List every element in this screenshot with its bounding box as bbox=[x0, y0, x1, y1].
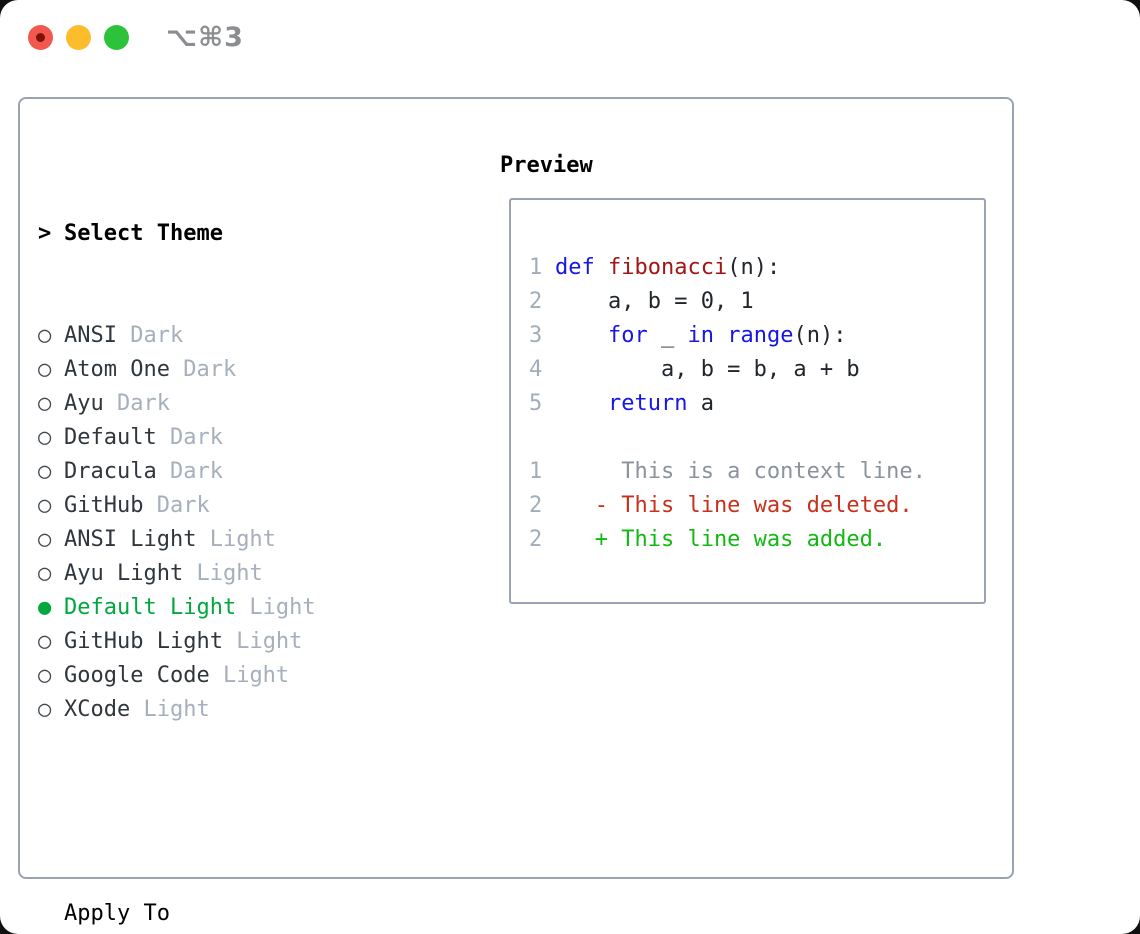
radio-icon: ○ bbox=[38, 629, 52, 654]
radio-icon: ● bbox=[38, 595, 52, 620]
close-button-dot bbox=[36, 33, 45, 42]
theme-list: ○ANSI Dark○Atom One Dark○Ayu Dark○Defaul… bbox=[38, 319, 409, 727]
preview-line: 5 return a bbox=[529, 387, 984, 421]
line-number: 1 bbox=[529, 459, 543, 484]
left-column: >Select Theme ○ANSI Dark○Atom One Dark○A… bbox=[38, 149, 409, 934]
close-button[interactable] bbox=[28, 25, 53, 50]
apply-to-title: Apply To bbox=[64, 901, 170, 926]
radio-icon: ○ bbox=[38, 493, 52, 518]
radio-icon: ○ bbox=[38, 323, 52, 348]
window-title: ⌥⌘3 bbox=[166, 22, 244, 53]
theme-option[interactable]: ○Ayu Dark bbox=[38, 387, 409, 421]
theme-option[interactable]: ○GitHub Dark bbox=[38, 489, 409, 523]
radio-icon: ○ bbox=[38, 527, 52, 552]
prompt-icon: > bbox=[38, 221, 52, 246]
line-number: 3 bbox=[529, 323, 543, 348]
radio-icon: ○ bbox=[38, 459, 52, 484]
line-number: 1 bbox=[529, 255, 543, 280]
theme-list-header: > Select Theme bbox=[38, 217, 409, 251]
theme-option[interactable]: ○Default Dark bbox=[38, 421, 409, 455]
theme-option[interactable]: ○Dracula Dark bbox=[38, 455, 409, 489]
theme-option[interactable]: ○ANSI Light Light bbox=[38, 523, 409, 557]
theme-option[interactable]: ○XCode Light bbox=[38, 693, 409, 727]
radio-icon: ○ bbox=[38, 697, 52, 722]
line-number: 2 bbox=[529, 493, 543, 518]
line-number: 2 bbox=[529, 527, 543, 552]
line-number: 2 bbox=[529, 289, 543, 314]
preview-line bbox=[529, 217, 984, 251]
line-number: 4 bbox=[529, 357, 543, 382]
apply-to-header: Apply To bbox=[38, 897, 409, 931]
theme-option[interactable]: ○Ayu Light Light bbox=[38, 557, 409, 591]
theme-list-title: Select Theme bbox=[64, 221, 223, 246]
preview-line: 2 + This line was added. bbox=[529, 523, 984, 557]
theme-option[interactable]: ●Default Light Light bbox=[38, 591, 409, 625]
line-number: 5 bbox=[529, 391, 543, 416]
spacer bbox=[38, 795, 409, 829]
radio-icon: ○ bbox=[38, 663, 52, 688]
theme-option[interactable]: ○GitHub Light Light bbox=[38, 625, 409, 659]
main-panel bbox=[18, 97, 1014, 879]
theme-option[interactable]: ○Google Code Light bbox=[38, 659, 409, 693]
theme-option[interactable]: ○Atom One Dark bbox=[38, 353, 409, 387]
preview-line: 2 a, b = 0, 1 bbox=[529, 285, 984, 319]
preview-line: 1 This is a context line. bbox=[529, 455, 984, 489]
minimize-button[interactable] bbox=[66, 25, 91, 50]
preview-title: Preview bbox=[500, 153, 593, 178]
radio-icon: ○ bbox=[38, 561, 52, 586]
preview-line: 4 a, b = b, a + b bbox=[529, 353, 984, 387]
preview-line: 2 - This line was deleted. bbox=[529, 489, 984, 523]
preview-line bbox=[529, 421, 984, 455]
preview-line: 3 for _ in range(n): bbox=[529, 319, 984, 353]
theme-option[interactable]: ○ANSI Dark bbox=[38, 319, 409, 353]
radio-icon: ○ bbox=[38, 391, 52, 416]
zoom-button[interactable] bbox=[104, 25, 129, 50]
radio-icon: ○ bbox=[38, 425, 52, 450]
radio-icon: ○ bbox=[38, 357, 52, 382]
titlebar: ⌥⌘3 bbox=[0, 0, 1140, 74]
